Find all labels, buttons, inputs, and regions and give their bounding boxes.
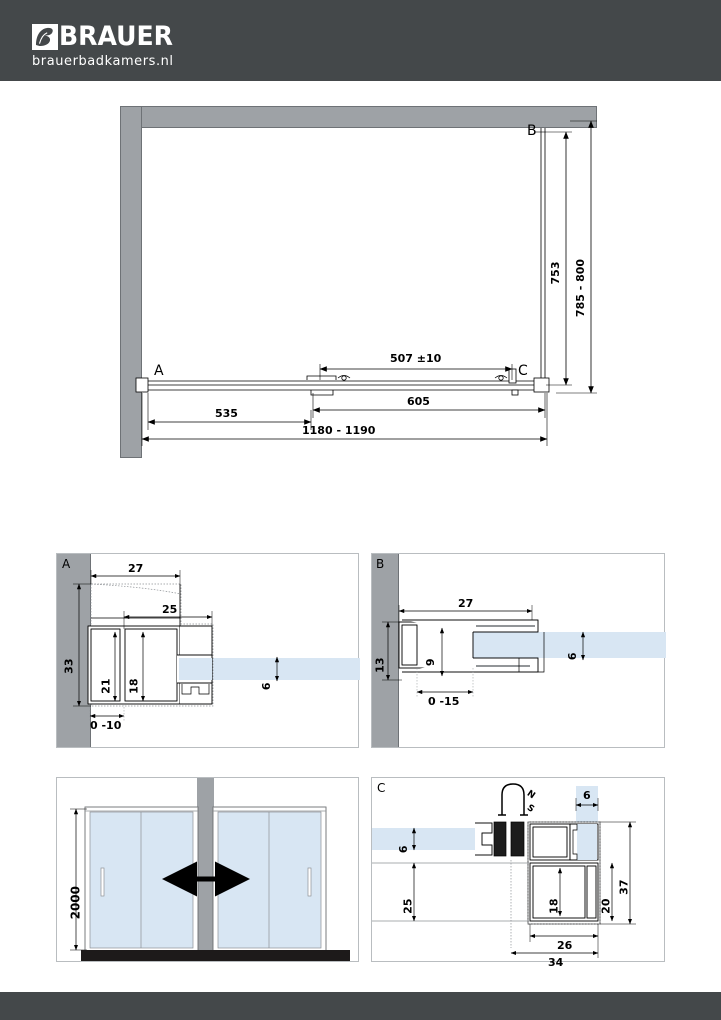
detail-c-dim-chamber: 18 bbox=[547, 898, 561, 914]
dim-width-total: 1180 - 1190 bbox=[302, 424, 376, 437]
dim-left-segment: 535 bbox=[215, 407, 238, 420]
marker-b-label: B bbox=[527, 123, 537, 139]
detail-a-glass bbox=[174, 658, 360, 680]
detail-a-dim-height: 33 bbox=[62, 658, 76, 674]
dim-right-segment: 605 bbox=[407, 395, 430, 408]
detail-c-dim-offset: 25 bbox=[401, 898, 415, 914]
detail-b-panel: B bbox=[371, 553, 666, 748]
elevation-dim-height: 2000 bbox=[68, 886, 83, 920]
detail-c-dim-glass-left: 6 bbox=[396, 845, 410, 854]
elevation-floor bbox=[81, 950, 350, 961]
horseshoe-magnet-icon bbox=[498, 783, 528, 816]
detail-b-dim-adjust: 0 -15 bbox=[428, 695, 460, 708]
dim-door-opening: 507 ±10 bbox=[390, 352, 442, 365]
detail-a-dim-chamber-left: 21 bbox=[99, 678, 113, 694]
detail-b-wall bbox=[372, 554, 399, 747]
detail-a-panel: A bbox=[56, 553, 360, 748]
detail-b-glass bbox=[473, 632, 666, 658]
detail-a-dim-inner-width: 25 bbox=[162, 603, 178, 616]
detail-b-dim-glass: 6 bbox=[565, 652, 579, 661]
main-plan-view: A B C 507 ±10 605 535 1180 - 1190 753 78… bbox=[0, 88, 721, 458]
detail-c-dim-glass-top: 6 bbox=[583, 789, 591, 802]
detail-a-dim-glass: 6 bbox=[259, 682, 273, 691]
page-header: BRAUER brauerbadkamers.nl bbox=[0, 0, 721, 81]
brand-website: brauerbadkamers.nl bbox=[32, 53, 174, 69]
detail-b-dim-height: 13 bbox=[373, 657, 387, 673]
detail-c-panel: C bbox=[371, 777, 665, 969]
marker-c-label: C bbox=[518, 363, 528, 379]
elevation-panel: 2000 bbox=[56, 777, 359, 962]
detail-c-letter: C bbox=[377, 781, 386, 795]
detail-b-dim-outer-width: 27 bbox=[458, 597, 474, 610]
detail-c-dim-post-width-inner: 26 bbox=[557, 939, 573, 952]
brauer-b-mark-icon bbox=[32, 24, 58, 50]
detail-c-dim-post-height: 37 bbox=[617, 879, 631, 895]
wall-left bbox=[120, 106, 142, 458]
detail-a-dim-outer-width: 27 bbox=[128, 562, 144, 575]
detail-a-dim-adjust: 0 -10 bbox=[90, 719, 122, 732]
detail-c-dim-post-width-outer: 34 bbox=[548, 956, 564, 969]
plan-dimension-lines bbox=[135, 120, 597, 446]
detail-b-letter: B bbox=[376, 557, 385, 571]
detail-b-dim-inner: 9 bbox=[423, 658, 437, 667]
dim-depth-inner: 753 bbox=[549, 261, 562, 285]
brand-logo: BRAUER brauerbadkamers.nl bbox=[32, 21, 182, 69]
brand-name: BRAUER bbox=[59, 21, 174, 52]
page-footer bbox=[0, 992, 721, 1020]
detail-a-letter: A bbox=[62, 557, 71, 571]
detail-a-dim-chamber-right: 18 bbox=[127, 678, 141, 694]
dim-depth-total: 785 - 800 bbox=[574, 258, 587, 318]
header-divider bbox=[0, 81, 721, 84]
detail-c-dim-post-inner-height: 20 bbox=[599, 898, 613, 914]
detail-c-glass-left bbox=[372, 828, 482, 850]
marker-a-label: A bbox=[154, 363, 164, 379]
